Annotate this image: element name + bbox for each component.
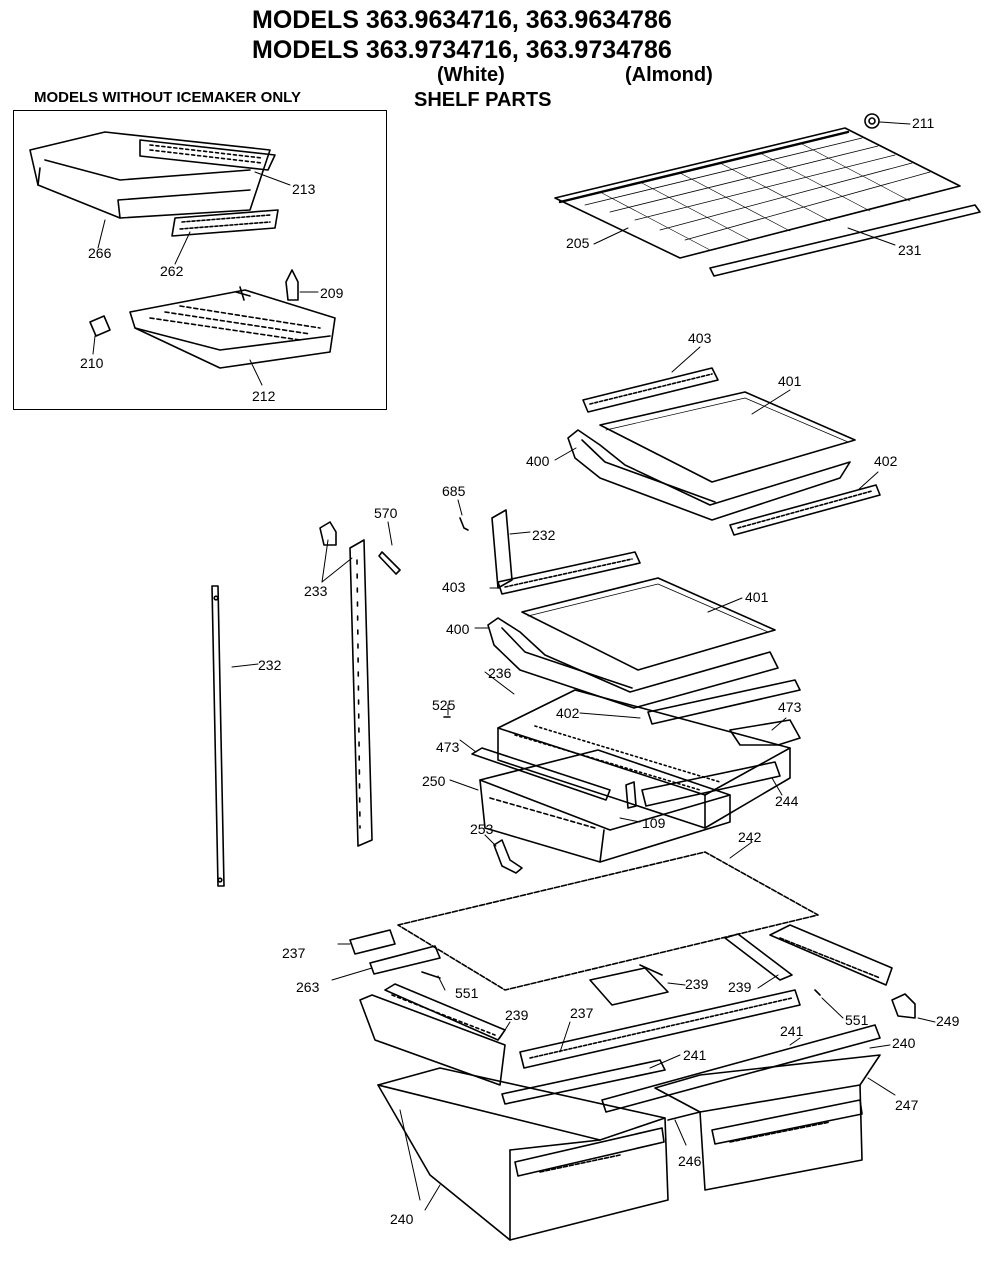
callout-473-right: 473 xyxy=(778,699,802,715)
bracket-233 xyxy=(319,521,337,546)
callout-241-left: 241 xyxy=(683,1047,707,1063)
cover-support-237-center xyxy=(519,989,801,1069)
shelf-frame-400-middle xyxy=(487,617,779,709)
cover-support-241-right xyxy=(601,1024,881,1113)
cover-support-241-left xyxy=(501,1059,666,1105)
callout-239-right: 239 xyxy=(728,979,752,995)
callout-402-middle: 402 xyxy=(556,705,580,721)
screw-685 xyxy=(459,517,469,531)
callout-246: 246 xyxy=(678,1153,702,1169)
shelf-trim-403-upper xyxy=(582,367,719,413)
slide-rail-473-left xyxy=(471,747,611,801)
bracket-253 xyxy=(493,839,523,874)
color-white-label: (White) xyxy=(437,64,505,86)
crisper-cover-262 xyxy=(171,209,279,237)
bumper-211 xyxy=(864,113,880,129)
callout-240-left: 240 xyxy=(390,1211,414,1227)
callout-247: 247 xyxy=(895,1097,919,1113)
crisper-cover-236 xyxy=(497,689,791,829)
callout-402-upper: 402 xyxy=(874,453,898,469)
callout-250: 250 xyxy=(422,773,446,789)
knob-210 xyxy=(89,315,111,337)
clip-209 xyxy=(285,269,299,301)
color-almond-label: (Almond) xyxy=(625,64,713,86)
callout-400-upper: 400 xyxy=(526,453,550,469)
section-title: SHELF PARTS xyxy=(414,89,552,111)
shelf-trim-231 xyxy=(709,204,981,277)
inset-box xyxy=(13,110,387,410)
callout-237-left: 237 xyxy=(282,945,306,961)
callout-551-left: 551 xyxy=(455,985,479,1001)
slide-rail-473-right xyxy=(729,719,801,746)
screw-570 xyxy=(378,551,401,575)
callout-213: 213 xyxy=(292,181,316,197)
callout-241-right: 241 xyxy=(780,1023,804,1039)
callout-400-middle: 400 xyxy=(446,621,470,637)
callout-231: 231 xyxy=(898,242,922,258)
callout-262: 262 xyxy=(160,263,184,279)
page-title-line-2: MODELS 363.9734716, 363.9734786 xyxy=(252,36,672,64)
slide-rail-244 xyxy=(641,761,781,807)
inset-label: MODELS WITHOUT ICEMAKER ONLY xyxy=(34,89,301,106)
wire-shelf-205 xyxy=(554,127,961,259)
callout-109: 109 xyxy=(642,815,666,831)
meat-tray-212 xyxy=(129,286,336,369)
crisper-pan-250 xyxy=(479,749,731,863)
glass-shelf-242 xyxy=(397,851,819,991)
callout-209: 209 xyxy=(320,285,344,301)
shelf-trim-402-middle xyxy=(647,679,801,725)
crisper-drawer-240-left xyxy=(377,1067,669,1241)
callout-239-left: 239 xyxy=(505,1007,529,1023)
callout-210: 210 xyxy=(80,355,104,371)
shelf-trim-402-upper xyxy=(729,484,881,536)
callout-551-right: 551 xyxy=(845,1012,869,1028)
callout-239-center: 239 xyxy=(685,976,709,992)
screw-551-right xyxy=(814,989,821,996)
callout-211: 211 xyxy=(912,115,935,131)
callout-242: 242 xyxy=(738,829,762,845)
shelf-frame-400-upper xyxy=(567,429,851,521)
callout-244: 244 xyxy=(775,793,799,809)
callout-401-upper: 401 xyxy=(778,373,802,389)
rail-239-right xyxy=(724,933,793,981)
callout-232-center: 232 xyxy=(532,527,556,543)
crisper-drawer-240-right xyxy=(654,1054,881,1191)
screw-551-left xyxy=(421,971,441,979)
callout-570: 570 xyxy=(374,505,398,521)
callout-233: 233 xyxy=(304,583,328,599)
callout-249: 249 xyxy=(936,1013,960,1029)
shelf-ladder-232-center xyxy=(491,509,513,589)
callout-685: 685 xyxy=(442,483,466,499)
crisper-tray-266 xyxy=(29,131,276,219)
callout-253: 253 xyxy=(470,821,494,837)
shelf-ladder-232-left xyxy=(211,585,225,887)
callout-473-left: 473 xyxy=(436,739,460,755)
callout-237-center: 237 xyxy=(570,1005,594,1021)
callout-240-right: 240 xyxy=(892,1035,916,1051)
glass-shelf-401-upper xyxy=(599,391,856,483)
callout-205: 205 xyxy=(566,235,590,251)
shelf-trim-403-middle xyxy=(497,551,641,595)
rail-assembly-right xyxy=(769,924,893,986)
bracket-239-center xyxy=(589,964,669,1006)
callout-401-middle: 401 xyxy=(745,589,769,605)
support-237-left xyxy=(349,929,396,955)
callout-263: 263 xyxy=(296,979,320,995)
callout-266: 266 xyxy=(88,245,112,261)
callout-212: 212 xyxy=(252,388,276,404)
callout-525: 525 xyxy=(432,697,456,713)
shelf-ladder-233 xyxy=(349,539,373,847)
callout-232-left: 232 xyxy=(258,657,282,673)
support-263 xyxy=(369,945,441,975)
guide-109 xyxy=(625,781,637,809)
glass-shelf-401-middle xyxy=(521,577,776,671)
callout-403-upper: 403 xyxy=(688,330,712,346)
callout-236: 236 xyxy=(488,665,512,681)
page-title-line-1: MODELS 363.9634716, 363.9634786 xyxy=(252,6,672,34)
callout-403-middle: 403 xyxy=(442,579,466,595)
bracket-249 xyxy=(891,993,916,1019)
